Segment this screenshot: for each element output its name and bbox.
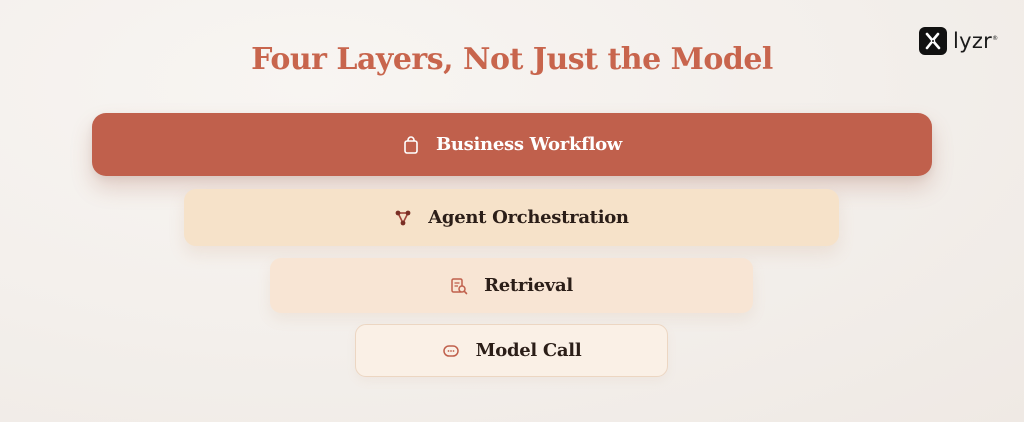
layer-label: Agent Orchestration [428, 207, 629, 228]
shopping-bag-icon [402, 135, 420, 154]
network-nodes-icon [394, 209, 412, 227]
lyzr-wordmark: lyzr® [953, 28, 999, 53]
chat-bubble-icon [442, 342, 460, 360]
layer-retrieval: Retrieval [270, 258, 753, 313]
layer-label: Retrieval [484, 275, 573, 296]
lyzr-logo-mark [919, 27, 947, 55]
layer-label: Business Workflow [435, 134, 623, 155]
brand-name: lyzr [953, 28, 993, 53]
brand-trademark: ® [992, 34, 999, 42]
page-title: Four Layers, Not Just the Model [251, 42, 773, 77]
layer-label: Model Call [475, 340, 582, 361]
layer-model-call: Model Call [355, 324, 668, 377]
layer-business-workflow: Business Workflow [92, 113, 932, 176]
layer-agent-orchestration: Agent Orchestration [184, 189, 839, 246]
lyzr-mark-icon [925, 32, 941, 50]
lyzr-logo: lyzr® [919, 27, 998, 55]
document-search-icon [450, 277, 468, 295]
